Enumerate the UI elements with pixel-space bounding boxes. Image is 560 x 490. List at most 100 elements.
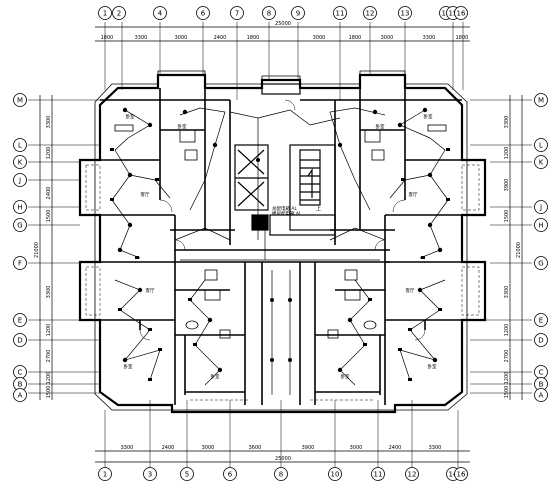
svg-text:15: 15 bbox=[449, 10, 458, 18]
axis-bubble: 6 bbox=[196, 6, 210, 20]
outlet-icon bbox=[363, 343, 367, 346]
light-fixture-icon bbox=[207, 317, 213, 323]
stair-note: 总配电箱 AL 楼层配电箱 AL bbox=[272, 205, 302, 217]
light-fixture-icon bbox=[437, 247, 443, 253]
svg-text:5: 5 bbox=[185, 471, 189, 479]
svg-text:D: D bbox=[17, 337, 22, 345]
svg-text:11: 11 bbox=[374, 471, 383, 479]
outlet-icon bbox=[118, 308, 122, 311]
door-swings bbox=[139, 99, 426, 341]
balcony-dashed-lines bbox=[85, 164, 480, 401]
axis-bubble: D bbox=[13, 333, 27, 347]
axis-bubble: M bbox=[534, 93, 548, 107]
light-fixture-icon bbox=[137, 287, 143, 293]
top-axis-bubbles: 1 2 4 6 7 8 9 11 12 13 14 15 16 bbox=[98, 6, 468, 20]
stair-up-label: 上 bbox=[316, 205, 321, 212]
room-label: 客厅 bbox=[141, 191, 150, 198]
light-fixture-icon bbox=[432, 357, 438, 363]
stair-note-line: 总配电箱 AL bbox=[272, 205, 298, 212]
svg-text:16: 16 bbox=[457, 10, 466, 18]
dim-text: 21000 bbox=[516, 242, 522, 258]
dim-text: 3300 bbox=[429, 445, 442, 451]
svg-text:G: G bbox=[538, 260, 543, 268]
svg-text:E: E bbox=[18, 317, 22, 325]
axis-bubble: 3 bbox=[143, 467, 157, 481]
light-fixture-icon bbox=[217, 367, 223, 373]
left-axis-bubbles: M L K J H G F E D C B A bbox=[13, 93, 27, 402]
dim-text: 1500 bbox=[46, 386, 52, 399]
room-label: 卧室 bbox=[178, 123, 187, 130]
axis-bubble: G bbox=[534, 256, 548, 270]
dim-text: 1800 bbox=[101, 35, 114, 41]
dim-text: 3900 bbox=[302, 445, 315, 451]
room-label: 客厅 bbox=[409, 191, 418, 198]
axis-bubble: 1 bbox=[98, 6, 112, 20]
axis-bubble: H bbox=[534, 218, 548, 232]
svg-text:K: K bbox=[18, 159, 23, 167]
wiring bbox=[111, 107, 449, 395]
outlet-icon bbox=[408, 378, 412, 381]
axis-bubble: 12 bbox=[405, 467, 419, 481]
dim-text: 3600 bbox=[249, 445, 262, 451]
dim-text: 25000 bbox=[275, 21, 291, 27]
dimension-lines bbox=[39, 26, 523, 463]
svg-text:16: 16 bbox=[457, 471, 466, 479]
axis-bubble: J bbox=[13, 173, 27, 187]
svg-text:2: 2 bbox=[117, 10, 121, 18]
outlet-icon bbox=[398, 348, 402, 351]
axis-bubble: 10 bbox=[328, 467, 342, 481]
core bbox=[234, 83, 336, 236]
svg-text:8: 8 bbox=[279, 471, 283, 479]
svg-text:3: 3 bbox=[148, 471, 152, 479]
axis-bubble: E bbox=[534, 313, 548, 327]
svg-text:8: 8 bbox=[267, 10, 271, 18]
svg-text:6: 6 bbox=[201, 10, 206, 18]
axis-bubble: 9 bbox=[291, 6, 305, 20]
svg-text:K: K bbox=[539, 159, 544, 167]
dim-text: 1200 bbox=[504, 372, 510, 385]
svg-text:A: A bbox=[18, 392, 23, 400]
dim-text: 1500 bbox=[504, 386, 510, 399]
svg-text:14: 14 bbox=[449, 471, 458, 479]
light-fixture-icon bbox=[427, 222, 433, 228]
svg-text:1: 1 bbox=[103, 10, 107, 18]
light-fixture-icon bbox=[212, 142, 218, 148]
dim-text: 1200 bbox=[504, 147, 510, 160]
outlet-icon bbox=[158, 348, 162, 351]
dim-text: 3300 bbox=[504, 286, 510, 299]
bottom-dimensions: 3300 2400 3000 3600 3900 3000 2400 3300 … bbox=[121, 445, 442, 462]
room-label: 客厅 bbox=[406, 287, 415, 294]
axis-bubble: F bbox=[13, 256, 27, 270]
light-fixture-icon bbox=[122, 357, 128, 363]
right-axis-bubbles: M L K J H G E D C B A bbox=[534, 93, 548, 402]
light-fixture-icon bbox=[256, 158, 260, 162]
dim-text: 3000 bbox=[175, 35, 188, 41]
light-fixture-icon bbox=[288, 298, 292, 302]
svg-text:D: D bbox=[538, 337, 543, 345]
svg-text:12: 12 bbox=[408, 471, 417, 479]
light-fixture-icon bbox=[270, 358, 274, 362]
dim-text: 1800 bbox=[247, 35, 260, 41]
light-fixture-icon bbox=[397, 122, 403, 128]
light-fixture-icon bbox=[427, 172, 433, 178]
svg-text:F: F bbox=[18, 260, 22, 268]
axis-bubble: E bbox=[13, 313, 27, 327]
svg-text:J: J bbox=[18, 177, 21, 185]
axis-leader-lines bbox=[28, 22, 532, 468]
light-fixture-icon bbox=[337, 367, 343, 373]
dim-text: 3000 bbox=[381, 35, 394, 41]
axis-bubble: A bbox=[13, 388, 27, 402]
axis-bubble: 2 bbox=[112, 6, 126, 20]
axis-bubble: 11 bbox=[333, 6, 347, 20]
svg-text:7: 7 bbox=[235, 10, 239, 18]
axis-bubble: 12 bbox=[363, 6, 377, 20]
axis-bubble: 8 bbox=[274, 467, 288, 481]
dim-text: 3300 bbox=[46, 286, 52, 299]
light-fixtures bbox=[117, 107, 443, 373]
axis-bubble: 16 bbox=[454, 467, 468, 481]
room-label: 卧室 bbox=[124, 363, 133, 370]
room-label: 卧室 bbox=[211, 373, 220, 380]
svg-text:12: 12 bbox=[366, 10, 375, 18]
stair-note-line: 楼层配电箱 AL bbox=[272, 210, 302, 217]
